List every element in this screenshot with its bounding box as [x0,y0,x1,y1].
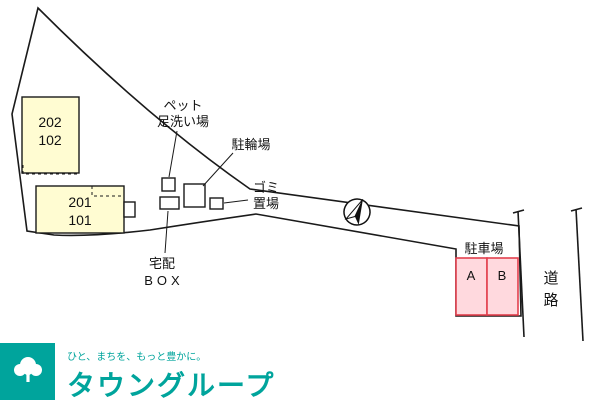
parking-stall-a-letter: A [467,268,476,283]
unit-202-label: 202 [38,114,62,130]
building-lower-annex [123,201,136,218]
road-tick-left [512,209,525,214]
bicycle-parking-box [183,183,206,208]
delivery-label-line2: BOX [144,273,183,288]
parking-label: 駐車場 [464,241,503,256]
north-arrow-needle-light [344,198,364,220]
parking-stall-a [455,257,488,316]
delivery-box: 宅配 BOX [144,196,183,288]
pet-wash-box [161,177,176,192]
north-arrow [343,198,371,226]
pet-wash-label-line1: ペット [163,98,202,113]
bicycle-leader-line [202,152,234,187]
road-label-char1: 道 [543,270,558,287]
pet-wash-station: ペット 足洗い場 [157,98,209,192]
parking-stall-b-letter: B [498,268,507,283]
building-upper: 202 102 [21,96,80,175]
pet-wash-label-line2: 足洗い場 [157,114,209,129]
site-plan-drawing: 道 路 202 102 201 101 ペット 足洗い場 駐輪場 [11,6,584,342]
building-lower-outline [35,185,125,234]
building-upper-dashed-detail [22,165,77,175]
unit-101-label: 101 [68,212,92,228]
tree-icon [13,356,42,382]
bicycle-parking: 駐輪場 [183,137,271,208]
building-upper-outline [21,96,80,174]
road-label-char2: 路 [543,292,558,309]
unit-201-label: 201 [68,194,92,210]
garbage-area: ゴミ 置場 [209,180,279,211]
delivery-leader-line [164,210,169,254]
parking-stall-b [486,257,519,316]
road-edge-right [575,208,584,342]
logo-caption: TOWN GROUP [0,358,2,399]
pet-wash-leader-line [168,130,178,178]
parking-lot: 駐車場 A B [455,241,519,316]
building-lower: 201 101 [35,185,136,234]
footer-text: ひと、まちを、もっと豊かに。 タウングループ [55,343,275,400]
delivery-label-line1: 宅配 [149,256,175,271]
town-group-logo: TOWN GROUP [0,343,55,400]
footer-brand-bar: TOWN GROUP ひと、まちを、もっと豊かに。 タウングループ [0,343,600,400]
bicycle-parking-label: 駐輪場 [231,137,270,152]
garbage-label-line1: ゴミ [253,180,279,195]
garbage-label-line2: 置場 [253,196,279,211]
unit-102-label: 102 [38,132,62,148]
garbage-leader-line [223,199,249,204]
site-boundary [11,6,522,317]
footer-brand-name: タウングループ [67,370,276,400]
garbage-box [209,197,224,210]
footer-tagline: ひと、まちを、もっと豊かに。 [67,352,207,363]
road-edge-left [517,210,525,338]
north-arrow-needle-dark [354,199,363,225]
road-tick-right [570,207,583,212]
building-lower-dashed-detail [91,186,124,197]
delivery-box-outline [159,196,180,210]
